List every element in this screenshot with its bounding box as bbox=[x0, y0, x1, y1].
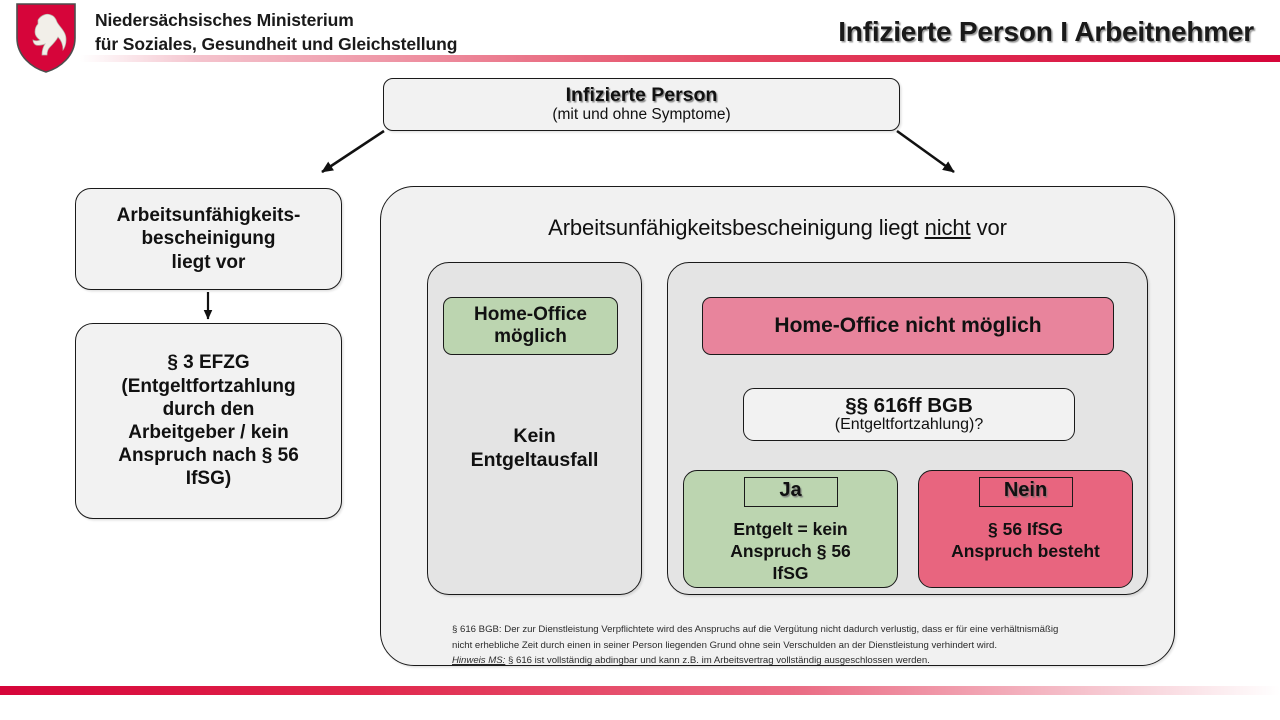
panel-title-suffix: vor bbox=[970, 215, 1007, 240]
node-home-office-not-possible-label: Home-Office nicht möglich bbox=[774, 314, 1042, 337]
node-efzg-result-label: § 3 EFZG (Entgeltfortzahlung durch den A… bbox=[118, 352, 299, 490]
ministry-name-line2: für Soziales, Gesundheit und Gleichstell… bbox=[95, 34, 458, 55]
footnote-bgb-616: § 616 BGB: Der zur Dienstleistung Verpfl… bbox=[452, 622, 1138, 669]
node-certificate-present-label: Arbeitsunfähigkeits- bescheinigung liegt… bbox=[116, 205, 301, 273]
node-bgb-616-title: §§ 616ff BGB bbox=[845, 393, 973, 417]
footnote-note-label: Hinweis MS: bbox=[452, 655, 506, 667]
node-certificate-present[interactable]: Arbeitsunfähigkeits- bescheinigung liegt… bbox=[75, 188, 342, 290]
node-outcome-no-body: § 56 IfSG Anspruch besteht bbox=[951, 518, 1100, 561]
node-bgb-616-subtitle: (Entgeltfortzahlung)? bbox=[834, 416, 984, 434]
ministry-name: Niedersächsisches Ministerium für Sozial… bbox=[95, 8, 457, 56]
node-outcome-yes[interactable]: Ja Entgelt = kein Anspruch § 56 IfSG bbox=[683, 470, 898, 588]
panel-title-emphasis: nicht bbox=[924, 215, 971, 240]
footer-accent-rule bbox=[0, 686, 1280, 695]
node-infected-person-title: Infizierte Person bbox=[565, 83, 718, 106]
footnote-note-text: § 616 ist vollständig abdingbar und kann… bbox=[505, 655, 930, 667]
label-no-pay-loss-text: Kein Entgeltausfall bbox=[470, 425, 599, 471]
node-outcome-yes-body: Entgelt = kein Anspruch § 56 IfSG bbox=[730, 518, 851, 583]
node-efzg-result[interactable]: § 3 EFZG (Entgeltfortzahlung durch den A… bbox=[75, 323, 342, 519]
node-home-office-possible-header[interactable]: Home-Office möglich bbox=[443, 297, 618, 355]
label-no-pay-loss: Kein Entgeltausfall bbox=[437, 425, 632, 473]
page-title: Infizierte Person I Arbeitnehmer bbox=[838, 16, 1254, 47]
footnote-line-2: nicht erhebliche Zeit durch einen in sei… bbox=[452, 639, 998, 651]
node-home-office-possible-label: Home-Office möglich bbox=[474, 303, 587, 347]
node-infected-person-subtitle: (mit und ohne Symptome) bbox=[552, 106, 731, 124]
panel-title-prefix: Arbeitsunfähigkeitsbescheinigung liegt bbox=[548, 215, 925, 240]
footnote-line-3: Hinweis MS: § 616 ist vollständig abding… bbox=[452, 653, 1138, 669]
node-outcome-yes-badge: Ja bbox=[743, 477, 838, 507]
node-home-office-not-possible-header[interactable]: Home-Office nicht möglich bbox=[702, 297, 1114, 355]
node-outcome-no[interactable]: Nein § 56 IfSG Anspruch besteht bbox=[918, 470, 1133, 588]
ministry-name-line1: Niedersächsisches Ministerium bbox=[95, 10, 354, 30]
node-bgb-616-question[interactable]: §§ 616ff BGB (Entgeltfortzahlung)? bbox=[743, 388, 1075, 441]
node-outcome-no-badge: Nein bbox=[978, 477, 1073, 507]
node-infected-person[interactable]: Infizierte Person (mit und ohne Symptome… bbox=[383, 78, 900, 131]
footnote-line-1: § 616 BGB: Der zur Dienstleistung Verpfl… bbox=[452, 624, 1059, 635]
panel-no-certificate-title: Arbeitsunfähigkeitsbescheinigung liegt n… bbox=[548, 215, 1007, 241]
header-accent-rule bbox=[80, 55, 1280, 62]
lower-saxony-coat-of-arms-icon bbox=[16, 3, 76, 73]
